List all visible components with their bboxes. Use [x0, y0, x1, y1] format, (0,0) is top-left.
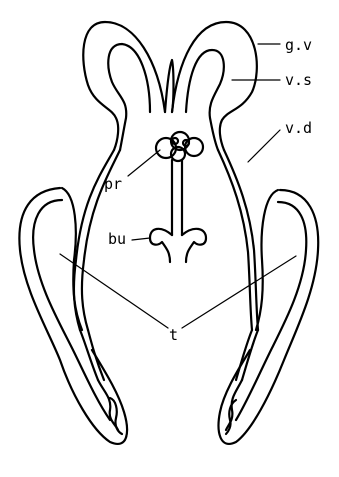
right-vas-deferens [218, 150, 258, 330]
label-t: t [169, 326, 178, 344]
right-testis [219, 190, 319, 444]
urethra [172, 160, 182, 235]
label-vd: v.d [285, 119, 312, 137]
left-seminal-vesicle [83, 22, 165, 150]
label-pr: pr [104, 175, 122, 193]
leader-t-right [182, 256, 296, 328]
label-gv: g.v [285, 36, 312, 54]
right-seminal-vesicle [172, 22, 257, 150]
prostate [156, 132, 203, 161]
label-bu: bu [108, 230, 126, 248]
left-testis [19, 188, 127, 444]
leader-vd [248, 130, 280, 162]
leader-bu [132, 238, 150, 240]
label-vs: v.s [285, 71, 312, 89]
leader-pr [128, 150, 160, 176]
central-notch [165, 60, 174, 112]
bulbourethral-glands [150, 229, 206, 262]
